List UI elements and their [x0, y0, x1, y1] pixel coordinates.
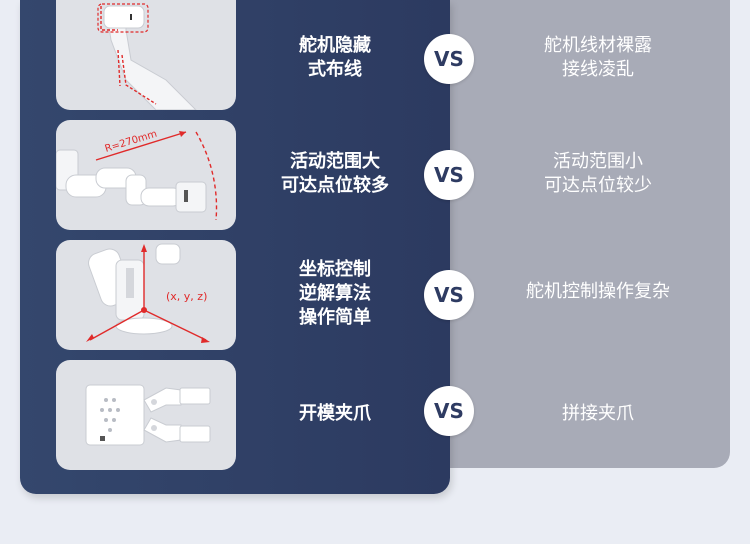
competitor-label: 舵机控制操作复杂	[526, 281, 670, 302]
comparison-row: (x, y, z) 坐标控制 逆解算法 操作简单 VS 舵机控制操作复杂	[0, 240, 750, 350]
vs-badge: VS	[424, 150, 474, 200]
vs-badge: VS	[424, 34, 474, 84]
reach-annotation: R=270mm	[104, 129, 159, 155]
robot-arm-reach-image: R=270mm	[56, 120, 236, 230]
comparison-row: 开模夹爪 VS 拼接夹爪	[0, 360, 750, 470]
comparison-row: 舵机隐藏 式布线 VS 舵机线材裸露 接线凌乱	[0, 0, 750, 110]
vs-badge: VS	[424, 270, 474, 320]
feature-label: 活动范围大 可达点位较多	[281, 151, 389, 196]
feature-label: 舵机隐藏 式布线	[299, 35, 371, 80]
feature-label: 坐标控制 逆解算法 操作简单	[299, 259, 371, 328]
competitor-label: 舵机线材裸露 接线凌乱	[544, 35, 652, 80]
coordinate-annotation: (x, y, z)	[166, 290, 207, 303]
competitor-label: 活动范围小 可达点位较少	[544, 151, 652, 196]
robot-arm-coordinate-image: (x, y, z)	[56, 240, 236, 350]
competitor-label: 拼接夹爪	[562, 403, 634, 424]
robot-arm-hidden-wiring-image	[56, 0, 236, 110]
comparison-row: R=270mm 活动范围大 可达点位较多 VS 活动范围小 可达点位较少	[0, 120, 750, 230]
vs-badge: VS	[424, 386, 474, 436]
feature-label: 开模夹爪	[299, 403, 371, 424]
gripper-image	[56, 360, 236, 470]
